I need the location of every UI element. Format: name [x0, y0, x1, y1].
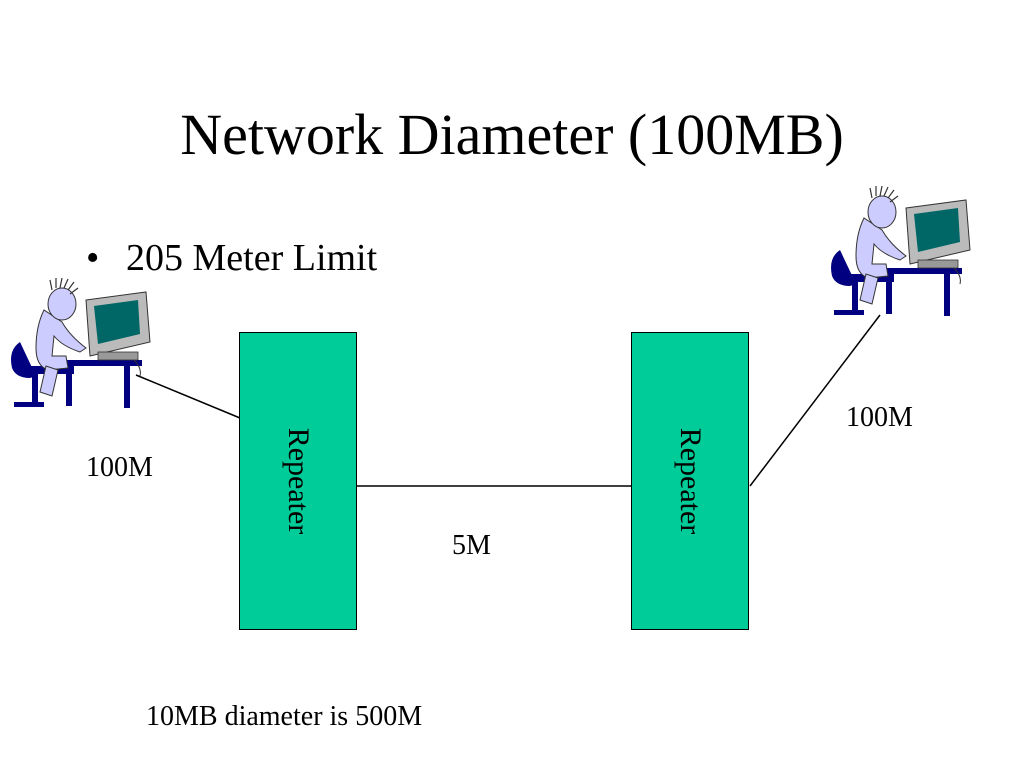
slide-title: Network Diameter (100MB)	[180, 102, 844, 167]
link-right	[749, 314, 881, 487]
bullet-dot-icon: •	[86, 237, 100, 279]
repeater-left: Repeater	[239, 332, 357, 630]
person-at-computer-icon	[11, 277, 151, 408]
repeater-left-label: Repeater	[282, 427, 315, 535]
middle-link-label: 5M	[452, 530, 491, 561]
bullet-item: • 205 Meter Limit	[86, 234, 377, 282]
footer-note: 10MB diameter is 500M	[146, 701, 423, 732]
link-left	[135, 374, 241, 419]
repeater-right-label: Repeater	[674, 427, 707, 535]
repeater-right: Repeater	[631, 332, 749, 630]
bullet-text: 205 Meter Limit	[126, 237, 378, 279]
right-link-label: 100M	[846, 402, 913, 433]
left-link-label: 100M	[86, 452, 153, 483]
person-at-computer-icon	[831, 185, 971, 316]
